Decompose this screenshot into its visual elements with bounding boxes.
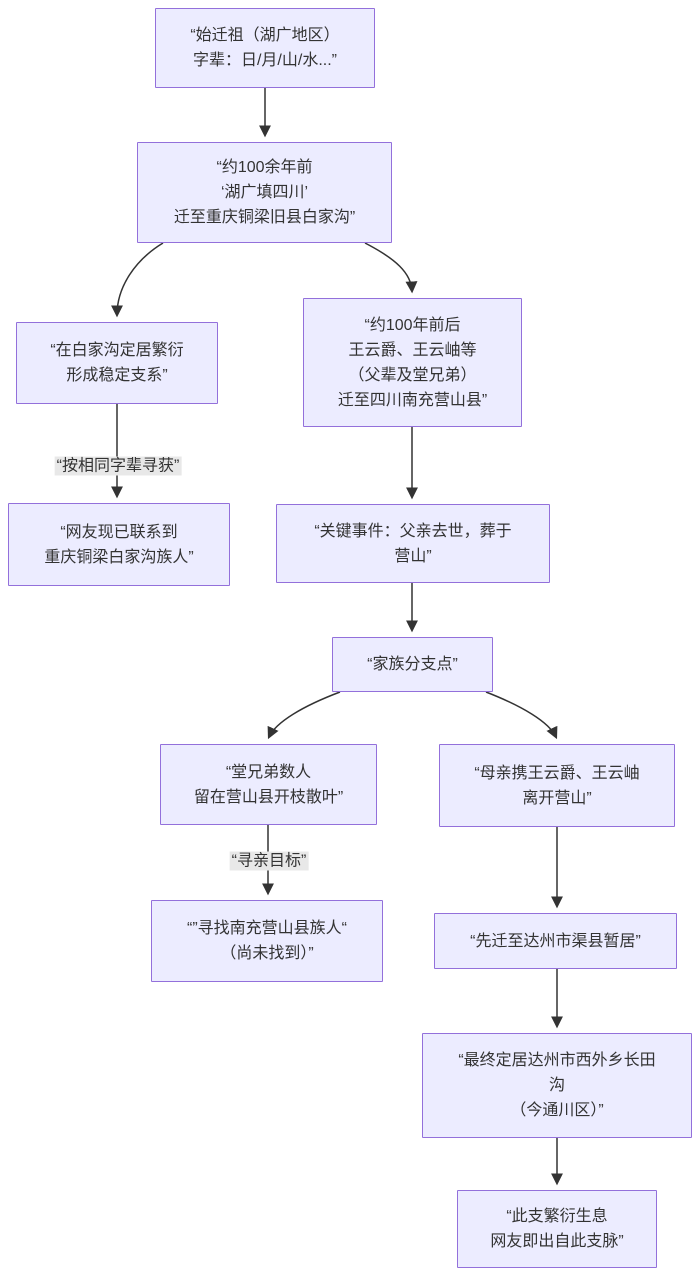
edge-b-c: [111, 242, 164, 318]
edge-b-e: [364, 242, 418, 294]
node-current-branch-origin: “此支繁衍生息 网友即出自此支脉”: [457, 1190, 657, 1268]
node-search-target-unfound: “”寻找南充营山县族人“ （尚未找到）”: [151, 900, 383, 982]
node-cousins-stay-yingshan: “堂兄弟数人 留在营山县开枝散叶”: [160, 744, 377, 825]
node-family-branch-point: “家族分支点”: [332, 637, 493, 692]
node-mother-leaves-yingshan: “母亲携王云爵、王云岫 离开营山”: [439, 744, 675, 827]
node-founding-ancestor: “始迁祖（湖广地区） 字辈：日/月/山/水...”: [155, 8, 375, 88]
node-dazhou-final-settlement: “最终定居达州市西外乡长田 沟 （今通川区）”: [422, 1033, 692, 1138]
node-father-death-event: “关键事件：父亲去世，葬于 营山”: [276, 504, 550, 583]
edge-label-same-generation-names: “按相同字辈寻获”: [54, 456, 182, 476]
node-contacted-chongqing-kin: “网友现已联系到 重庆铜梁白家沟族人”: [8, 503, 230, 586]
node-move-to-yingshan: “约100年前后 王云爵、王云岫等 （父辈及堂兄弟） 迁至四川南充营山县”: [303, 298, 522, 427]
node-baijiagou-settlement: “在白家沟定居繁衍 形成稳定支系”: [16, 322, 218, 404]
edge-g-i: [485, 691, 558, 740]
node-huguang-to-sichuan-migration: “约100余年前 ‘湖广填四川’ 迁至重庆铜梁旧县白家沟”: [137, 142, 392, 243]
edge-g-h: [267, 691, 341, 740]
edge-label-search-goal: “寻亲目标”: [229, 851, 309, 871]
node-quxian-temporary-stay: “先迁至达州市渠县暂居”: [434, 913, 677, 969]
